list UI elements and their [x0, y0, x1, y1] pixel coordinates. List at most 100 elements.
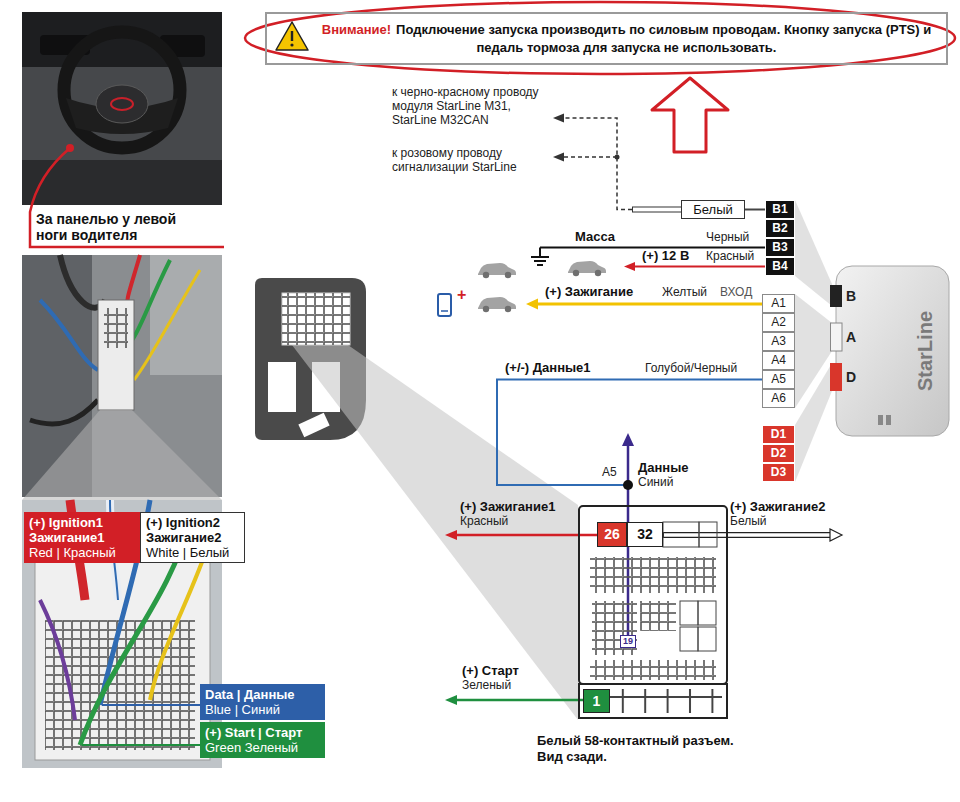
callout-text: White | Белый [146, 545, 239, 560]
warning-ring [245, 2, 955, 74]
zoom-wedge [22, 410, 222, 500]
wire-callout: Data | ДанныеBlue | Синий [200, 684, 325, 720]
wire-note: к розовому проводу сигнализации StarLine [392, 147, 547, 175]
vehicle-connector: Белый 58-контактный разъем. Вид сзади.26… [578, 505, 728, 720]
pin-cell: B3 [765, 238, 795, 257]
connector-pin: 32 [627, 522, 663, 547]
wire-color: Желтый [662, 286, 707, 300]
wire-color: Красный [460, 515, 508, 529]
dashboard-photo [22, 12, 222, 205]
pin-name: A2 [763, 314, 794, 331]
pin-cell: B1 [765, 200, 795, 219]
connector-outline [592, 601, 637, 655]
callout-text: Blue | Синий [205, 702, 320, 717]
white-wire [632, 207, 681, 213]
white-wire [633, 208, 681, 212]
signal-name: Масса [575, 230, 615, 245]
wire-connector [745, 209, 765, 211]
ignition-wire [478, 297, 516, 312]
pin-name: D1 [763, 426, 794, 443]
pin-cell: A2 [762, 313, 795, 332]
module-housing [830, 363, 842, 391]
dashboard-photo [111, 98, 133, 110]
pin-name: A5 [602, 466, 617, 480]
callout-text: Data | Данные [205, 687, 320, 702]
wire-color: Красный [706, 250, 754, 264]
output-arrows [445, 530, 457, 540]
module-marking: B [846, 288, 856, 304]
warning-icon [276, 22, 308, 50]
pin-cell: A1 [762, 294, 795, 313]
pin-name: A1 [763, 295, 794, 312]
pin-number: 19 [621, 636, 635, 647]
callout-text: (+) Ignition1 Зажигание1 [29, 515, 135, 545]
signal-name: (+) Старт [462, 664, 519, 679]
module-housing [886, 415, 891, 425]
connector-outline [680, 627, 698, 651]
power-wire [624, 262, 635, 271]
pin-number: 32 [628, 523, 662, 546]
connector-pin: 26 [597, 522, 627, 547]
connector-outline [579, 506, 727, 684]
output-arrows [445, 695, 457, 705]
pin-name: B4 [766, 258, 794, 275]
connector-photo [102, 704, 200, 706]
ground-wire [531, 248, 765, 266]
dashboard-photo [22, 12, 222, 67]
wire-color: Черный [706, 231, 749, 245]
wire-color: Белый [730, 515, 766, 529]
pin-cell: A3 [762, 332, 795, 351]
wire-color: Голубой/Черный [645, 362, 737, 376]
wire-callout: (+) Ignition1 Зажигание1Red | Красный [24, 512, 140, 563]
connector-pin: 19 [620, 635, 636, 648]
location-note: За панелью у левой ноги водителя [36, 211, 208, 243]
connector-outline [698, 601, 716, 625]
connector-outline [680, 601, 698, 625]
pin-cell: D2 [762, 444, 795, 463]
pin-cell: D1 [762, 425, 795, 444]
signal-name: (+) 12 В [642, 249, 689, 264]
ground-wire [537, 264, 543, 266]
pin-name: A3 [763, 333, 794, 350]
pin-name: D3 [763, 464, 794, 481]
connector-outline [698, 627, 716, 651]
under-dash-photo [98, 300, 134, 410]
module-wedges [795, 200, 832, 306]
module-marking: D [846, 369, 856, 385]
connector-photo [150, 540, 210, 700]
wire-color: Белый [682, 201, 744, 218]
output-arrows [445, 529, 842, 705]
connector-icon [298, 413, 329, 438]
wire-note: к черно-красному проводу модуля StarLine… [392, 86, 547, 127]
ground-wire [531, 256, 549, 258]
connector-outline [699, 522, 717, 547]
connector-pin: 1 [583, 689, 610, 713]
ignition-wire [438, 294, 451, 316]
connector-icon [282, 293, 350, 345]
wire-callout: (+) Ignition2 Зажигание2White | Белый [140, 512, 245, 563]
under-dash-photo [30, 400, 98, 424]
module-housing [830, 285, 842, 307]
callout-text: Green Зеленый [205, 740, 320, 755]
pin-name: A4 [763, 352, 794, 369]
warning-icon [276, 22, 308, 50]
output-arrows [663, 532, 832, 538]
module-housing [878, 415, 883, 425]
callout-text: Red | Красный [29, 545, 135, 560]
output-arrows [664, 533, 832, 537]
connector-caption: Белый 58-контактный разъем. Вид сзади. [537, 733, 762, 765]
dashed-wire [562, 118, 632, 210]
plus-sign: + [457, 286, 466, 304]
pin-number: 1 [584, 690, 609, 712]
module-marking: StarLine [913, 294, 937, 408]
ground-wire [534, 260, 546, 262]
ground-wire [539, 248, 541, 258]
dashed-wire [553, 153, 564, 162]
connector-outline [579, 684, 727, 718]
module-housing [836, 266, 949, 436]
connector-icon [268, 362, 296, 412]
alarm-module: BADStarLine [830, 265, 950, 437]
output-arrows [830, 529, 842, 541]
connector-outline [590, 660, 716, 680]
